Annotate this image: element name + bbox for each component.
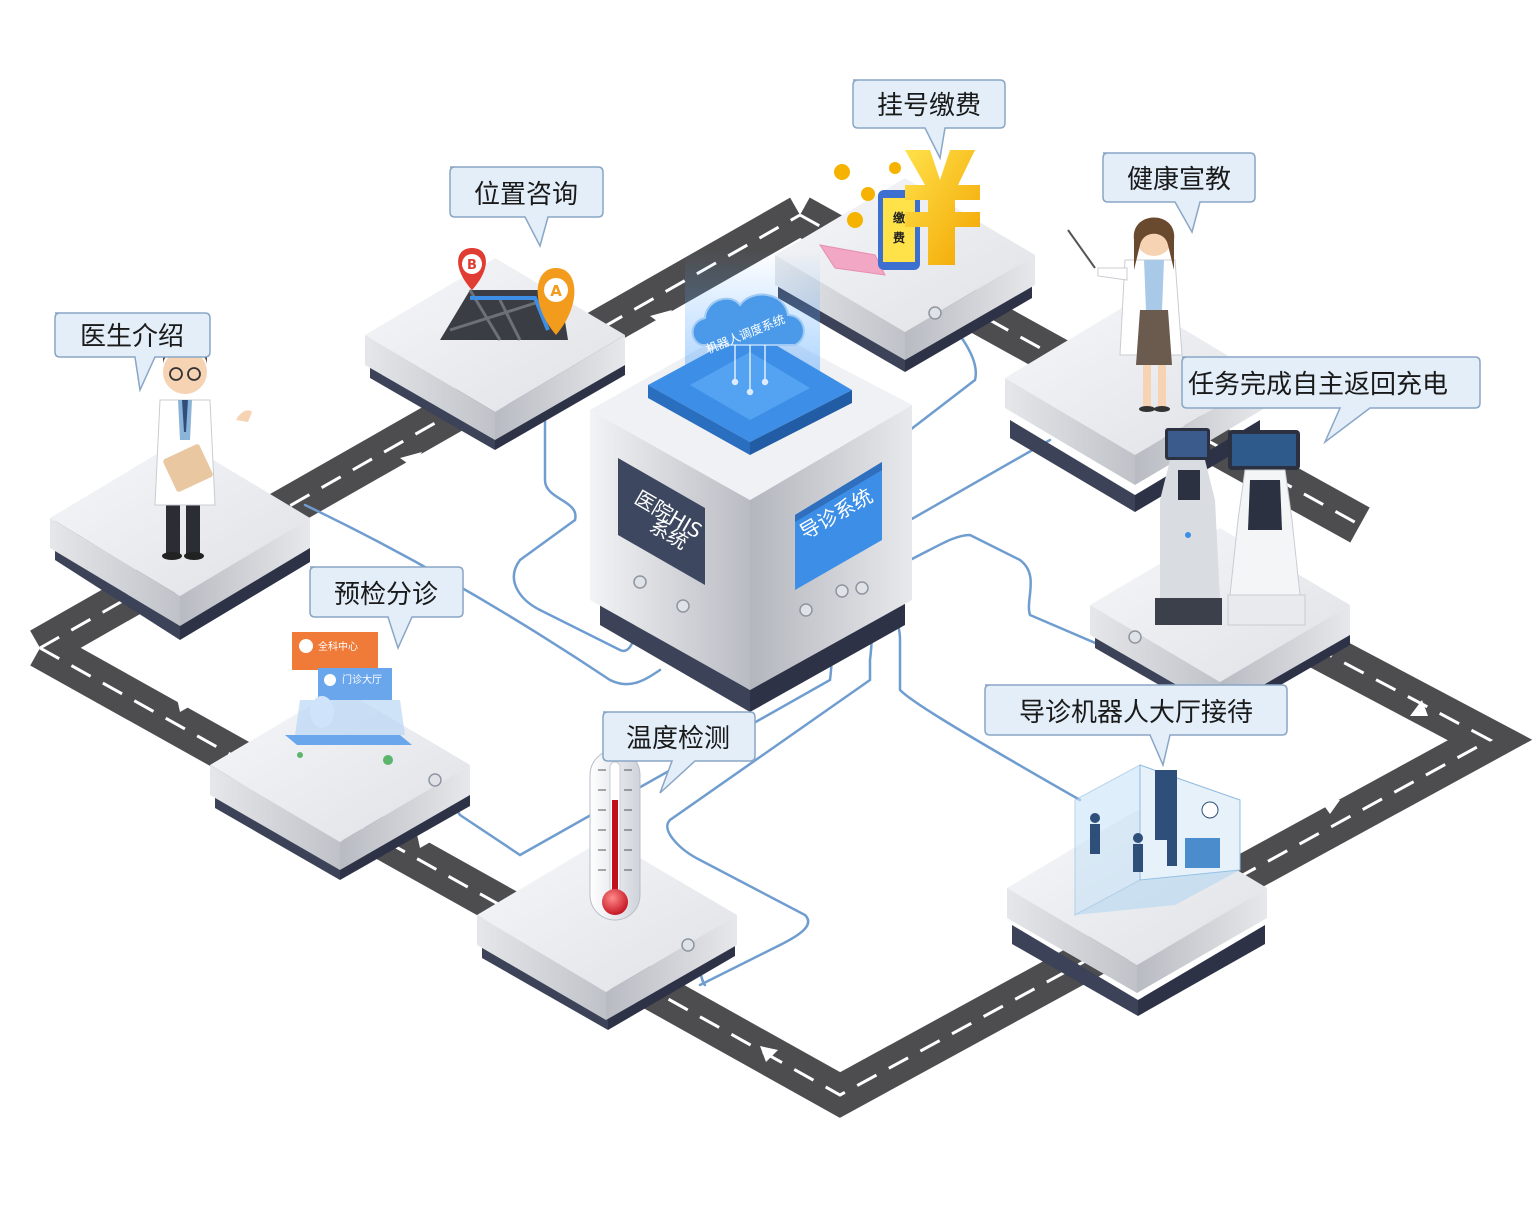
road-arrow — [1320, 800, 1340, 814]
callout-location: 位置咨询 — [449, 166, 604, 249]
callout-recharge: 任务完成自主返回充电 — [1181, 356, 1481, 445]
road-arrow — [176, 694, 194, 712]
home-icon — [324, 674, 336, 686]
cable-ports — [428, 306, 1142, 952]
location-query-label: 位置咨询 — [474, 180, 578, 210]
robot-right — [1227, 430, 1306, 626]
road-arrow — [1410, 700, 1428, 716]
callout-doctor-intro: 医生介绍 — [54, 312, 211, 393]
callout-temperature: 温度检测 — [602, 711, 756, 794]
pay-char-1: 缴 — [893, 210, 906, 225]
lock-icon — [299, 639, 313, 653]
callout-health: 健康宣教 — [1102, 152, 1256, 234]
auto-recharge-label: 任务完成自主返回充电 — [1188, 370, 1448, 400]
temperature-check-label: 温度检测 — [626, 724, 730, 754]
road-arrow — [760, 1046, 778, 1062]
road-arrow — [400, 452, 422, 468]
road-arrow — [650, 310, 672, 326]
marker-b-label: B — [467, 258, 477, 273]
pay-char-2: 费 — [893, 230, 905, 245]
yuan-icon — [905, 150, 980, 265]
payment-icon: 缴 费 — [818, 150, 980, 276]
marker-a-label: A — [550, 282, 562, 300]
registration-payment-label: 挂号缴费 — [877, 91, 981, 121]
robot-left — [1155, 428, 1222, 625]
card-top-label: 全科中心 — [318, 640, 358, 653]
his-screen — [618, 458, 705, 585]
health-education-label: 健康宣教 — [1127, 165, 1231, 195]
callout-hall: 导诊机器人大厅接待 — [984, 684, 1288, 768]
hall-reception-label: 导诊机器人大厅接待 — [1019, 698, 1253, 728]
reception-hall — [1074, 764, 1241, 916]
doctor-intro-label: 医生介绍 — [80, 322, 184, 352]
road-lane-dashes — [39, 213, 1494, 1097]
guide-screen — [795, 462, 882, 590]
map-icon: B A — [440, 248, 575, 341]
triage-screen: 全科中心 门诊大厅 — [285, 632, 412, 765]
center-tower: 机器人调度系统 医院HIS 系统 导诊系统 — [590, 250, 912, 712]
cloud-icon — [691, 293, 805, 346]
thermometer-icon — [589, 749, 641, 921]
road-arrow — [416, 830, 434, 848]
card-bottom-label: 门诊大厅 — [342, 673, 382, 686]
platform-triage — [210, 688, 470, 880]
callout-triage: 预检分诊 — [309, 566, 464, 651]
nurse-figure — [1067, 217, 1183, 412]
callout-payment: 挂号缴费 — [852, 79, 1006, 161]
pre-triage-label: 预检分诊 — [334, 580, 438, 610]
road-arrows — [176, 310, 1428, 1062]
